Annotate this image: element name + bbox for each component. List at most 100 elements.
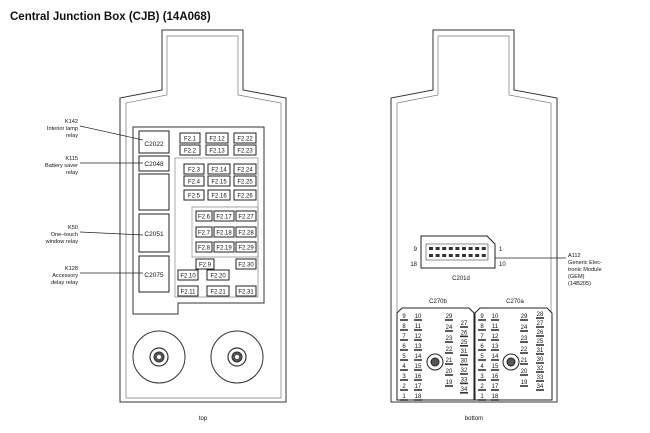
svg-text:Generic Elec-: Generic Elec- — [568, 260, 602, 266]
relay-empty-slot[interactable] — [138, 173, 170, 211]
fuse-f2-29: F2.29 — [235, 241, 257, 253]
c270b-pin-6: 6 — [402, 344, 406, 350]
svg-text:Interior lamp: Interior lamp — [47, 126, 78, 132]
svg-text:F2.8: F2.8 — [198, 246, 211, 252]
fuse-f2-13: F2.13 — [205, 144, 229, 156]
svg-text:F2.15: F2.15 — [211, 180, 227, 186]
svg-text:F2.13: F2.13 — [209, 149, 225, 155]
svg-text:F2.7: F2.7 — [198, 231, 211, 237]
fuse-f2-31: F2.31 — [235, 285, 257, 297]
c270a-pin-15: 15 — [492, 364, 499, 370]
relay-c2022-label: C2022 — [144, 141, 164, 148]
c270b-pin-3: 3 — [402, 374, 406, 380]
svg-text:F2.22: F2.22 — [237, 137, 253, 143]
page-title: Central Junction Box (CJB) (14A068) — [10, 11, 211, 23]
svg-text:F2.24: F2.24 — [237, 168, 253, 174]
c270a-pin-26: 26 — [537, 330, 544, 336]
c270a-cavity — [491, 399, 499, 401]
c270b-pin-8: 8 — [402, 324, 406, 330]
c270a-pin-19: 19 — [521, 380, 528, 386]
svg-text:F2.20: F2.20 — [210, 274, 226, 280]
c270a-pin-30: 30 — [537, 357, 544, 363]
svg-text:One–touch: One–touch — [51, 232, 78, 238]
connector-c270a[interactable] — [474, 307, 553, 401]
c270a-pin-28: 28 — [537, 312, 544, 318]
fuse-f2-1: F2.1 — [179, 132, 201, 144]
callout-k115: K115 Battery saver relay — [45, 156, 143, 176]
c270b-cavity — [445, 363, 453, 365]
c270a-cavity — [536, 326, 544, 328]
c270a-pin-20: 20 — [521, 369, 528, 375]
c270b-cavity — [414, 329, 422, 331]
svg-text:F2.4: F2.4 — [188, 180, 201, 186]
c270b-pin-30: 30 — [461, 359, 468, 365]
fuse-f2-24: F2.24 — [233, 163, 257, 175]
relay-c2075[interactable] — [138, 255, 170, 293]
fuse-f2-28: F2.28 — [235, 226, 257, 238]
c201d-pin-cavities — [429, 247, 486, 257]
svg-text:relay: relay — [66, 170, 78, 176]
c270b-pin-13: 13 — [415, 344, 422, 350]
c270a-cavity — [491, 389, 499, 391]
svg-text:Battery saver: Battery saver — [45, 163, 78, 169]
c270b-pin-29: 29 — [446, 314, 453, 320]
fuse-f2-2: F2.2 — [179, 144, 201, 156]
fuse-f2-25: F2.25 — [233, 175, 257, 187]
c270a-cavity — [491, 339, 499, 341]
c270b-pin-16: 16 — [415, 374, 422, 380]
c201d-cavity — [468, 247, 473, 250]
fuse-f2-22: F2.22 — [233, 132, 257, 144]
svg-text:F2.1: F2.1 — [184, 137, 197, 143]
c270a-cavity — [491, 369, 499, 371]
top-view-caption: top — [199, 416, 208, 422]
c270b-cavity — [414, 369, 422, 371]
c270b-cavity — [400, 379, 408, 381]
c270b-pin-9: 9 — [402, 314, 406, 320]
fuse-f2-10: F2.10 — [177, 269, 199, 281]
c270a-cavity — [491, 359, 499, 361]
c270b-pin-4: 4 — [402, 364, 406, 370]
svg-text:F2.23: F2.23 — [237, 149, 253, 155]
svg-text:K142: K142 — [65, 119, 78, 125]
c270b-cavity — [460, 345, 468, 347]
c270a-cavity — [478, 379, 486, 381]
c270a-cavity — [478, 319, 486, 321]
connector-c201d[interactable] — [420, 235, 496, 269]
connector-c270b[interactable] — [396, 307, 475, 401]
c270a-pin-25: 25 — [537, 339, 544, 345]
c270b-pin-26: 26 — [461, 330, 468, 336]
c270b-pins: 9876543211011121314151617182924232221201… — [400, 314, 468, 401]
fuse-f2-26: F2.26 — [233, 189, 257, 201]
c270b-pin-7: 7 — [402, 334, 406, 340]
c270b-cavity — [400, 339, 408, 341]
fuse-f2-17: F2.17 — [213, 210, 235, 222]
svg-text:F2.27: F2.27 — [238, 215, 254, 221]
relay-c2051[interactable] — [138, 213, 170, 253]
svg-text:relay: relay — [66, 133, 78, 139]
fuse-f2-11: F2.11 — [177, 285, 199, 297]
c270b-cavity — [445, 374, 453, 376]
c270a-cavity — [478, 399, 486, 401]
c270a-pin-18: 18 — [492, 394, 499, 400]
c270a-cavity — [536, 362, 544, 364]
c270b-pin-2: 2 — [402, 384, 406, 390]
fuse-f2-5: F2.5 — [183, 189, 205, 201]
c270b-cavity — [400, 319, 408, 321]
c270b-cavity — [460, 363, 468, 366]
c270b-cavity — [414, 349, 422, 351]
svg-text:F2.3: F2.3 — [188, 168, 201, 174]
c270b-cavity — [460, 373, 468, 375]
c270a-cavity — [536, 335, 544, 337]
c270b-cavity — [445, 341, 453, 343]
c201d-cavity — [475, 254, 480, 257]
c270b-pin-24: 24 — [446, 325, 453, 331]
c270b-pin-19: 19 — [446, 380, 453, 386]
fuse-f2-16: F2.16 — [207, 189, 231, 201]
fuse-f2-3: F2.3 — [183, 163, 205, 175]
c270a-pin-6: 6 — [480, 344, 484, 350]
c270b-pin-25: 25 — [461, 340, 468, 346]
relay-c2048[interactable] — [138, 155, 170, 172]
relay-c2022[interactable] — [138, 130, 170, 154]
c270b-cavity — [414, 379, 422, 381]
